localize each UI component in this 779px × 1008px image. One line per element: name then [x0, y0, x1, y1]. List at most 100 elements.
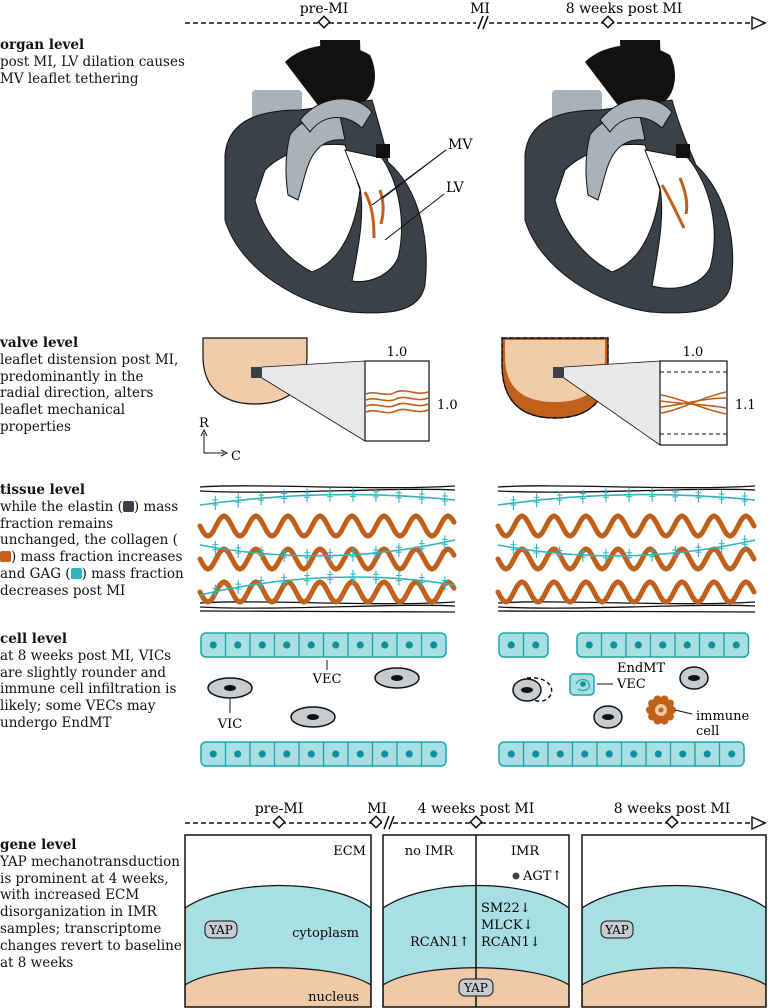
gene-panel-mid: no IMR IMR AGT↑ SM22↓ MLCK↓ RCAN1↓ RCAN1…	[382, 834, 570, 1008]
valve-level-desc: leaflet distension post MI, predominantl…	[0, 351, 179, 435]
axis-c-label: C	[231, 449, 241, 464]
tissue-desc-3: ) mass fraction increases and GAG (	[0, 549, 183, 582]
elastin-fiber	[199, 604, 456, 609]
organ-level-label: organ level post MI, LV dilation causes …	[0, 37, 185, 87]
gag-strand	[199, 576, 456, 596]
vic-nucleus	[307, 714, 319, 720]
collagen-fiber	[495, 513, 757, 539]
elastin-fiber	[199, 485, 456, 489]
timeline-top: pre-MI MI 8 weeks post MI	[185, 1, 767, 32]
collagen-fiber	[495, 546, 757, 572]
rcan1-up-label: RCAN1↑	[410, 935, 470, 950]
vec-nucleus	[307, 641, 315, 649]
vec-nucleus	[654, 750, 662, 758]
gag-strand	[199, 493, 456, 506]
rcan1-down-label: RCAN1↓	[481, 935, 541, 950]
timeline-bottom-pre: pre-MI	[255, 801, 304, 817]
tissue-level-label: tissue level while the elastin () mass f…	[0, 482, 185, 600]
vic-label: VIC	[217, 717, 243, 732]
vec-nucleus	[234, 750, 242, 758]
vec-nucleus	[581, 750, 589, 758]
valve-axes: R C	[199, 416, 241, 464]
collagen-fiber	[495, 579, 757, 605]
vec-nucleus	[732, 641, 740, 649]
immune-label-2: cell	[696, 724, 719, 739]
vec-row	[200, 632, 447, 658]
vic-nucleus	[688, 675, 700, 681]
vec-nucleus	[258, 750, 266, 758]
vec-nucleus	[585, 641, 593, 649]
vec-nucleus	[209, 641, 217, 649]
yap-label-post: YAP	[604, 923, 629, 937]
vec-nucleus	[283, 641, 291, 649]
immune-cell-nucleus	[658, 707, 664, 713]
endmt-vec-arrow	[575, 678, 590, 691]
elastin-fiber	[199, 601, 456, 605]
vec-nucleus	[556, 750, 564, 758]
cytoplasm-label: cytoplasm	[292, 926, 359, 941]
vec-nucleus	[332, 641, 340, 649]
vec-nucleus	[307, 750, 315, 758]
valve-level-title: valve level	[0, 335, 79, 351]
vec-nucleus	[679, 750, 687, 758]
vec-nucleus	[659, 641, 667, 649]
vec-nucleus	[430, 750, 438, 758]
vec-label: VEC	[312, 672, 342, 687]
gene-panel-pre: ECM cytoplasm nucleus YAP	[184, 834, 372, 1008]
vic-cell	[374, 667, 420, 689]
heart-post-mi	[524, 40, 734, 314]
vec-nucleus	[728, 750, 736, 758]
organ-level-title: organ level	[0, 37, 85, 53]
vec-nucleus	[234, 641, 242, 649]
vec-nucleus	[381, 641, 389, 649]
cell-labels: VEC VIC EndMT VEC immune cell	[217, 660, 750, 739]
gene-level-label: gene level YAP mechanotransduction is pr…	[0, 837, 185, 971]
mlck-label: MLCK↓	[481, 918, 534, 933]
yap-label-mid: YAP	[463, 981, 488, 995]
ecm-label: ECM	[333, 844, 366, 859]
vic-cell	[207, 677, 253, 699]
valve-post-mi: 1.0 1.1	[501, 337, 756, 446]
vec-nucleus	[209, 750, 217, 758]
heart-pre-mi	[224, 40, 427, 314]
vec-nucleus	[605, 750, 613, 758]
gene-level-desc: YAP mechanotransduction is prominent at …	[0, 853, 182, 971]
vec-nucleus	[430, 641, 438, 649]
vic-cell	[290, 706, 336, 728]
gag-strand	[497, 493, 756, 506]
yap-badge-pre	[204, 920, 238, 939]
collagen-fiber	[197, 579, 457, 605]
vec-nucleus	[356, 750, 364, 758]
vec-row	[498, 632, 549, 658]
timeline-top-pre: pre-MI	[300, 1, 349, 17]
sm22-label: SM22↓	[481, 901, 531, 916]
endmt-vec-cell	[569, 673, 595, 696]
elastin-fiber	[199, 488, 456, 493]
axis-r-label: R	[199, 416, 210, 431]
vec-nucleus	[703, 750, 711, 758]
tissue-pre-mi	[197, 485, 457, 613]
yap-badge-mid	[458, 978, 494, 997]
gag-strand	[497, 539, 756, 557]
organ-level-desc: post MI, LV dilation causes MV leaflet t…	[0, 53, 185, 87]
vic-cell	[679, 666, 709, 690]
vec-nucleus	[683, 641, 691, 649]
vic-nucleus	[521, 687, 533, 693]
valve-post-height: 1.1	[735, 398, 756, 413]
elastin-fiber	[199, 610, 456, 613]
vec-nucleus	[283, 750, 291, 758]
valve-pre-height: 1.0	[437, 398, 458, 413]
elastin-swatch-icon	[122, 500, 134, 512]
tissue-level-title: tissue level	[0, 482, 85, 498]
timeline-bottom-mi: MI	[367, 801, 387, 817]
vec-row	[200, 741, 447, 767]
elastin-fiber	[497, 485, 756, 489]
endmt-vec-label: VEC	[616, 677, 646, 692]
vic-nucleus	[224, 685, 236, 691]
imr-label: IMR	[511, 844, 540, 859]
elastin-fiber	[497, 601, 756, 605]
vec-nucleus	[610, 641, 618, 649]
vec-nucleus	[630, 750, 638, 758]
timeline-top-mi: MI	[470, 1, 490, 17]
timeline-marker-post	[601, 15, 615, 29]
